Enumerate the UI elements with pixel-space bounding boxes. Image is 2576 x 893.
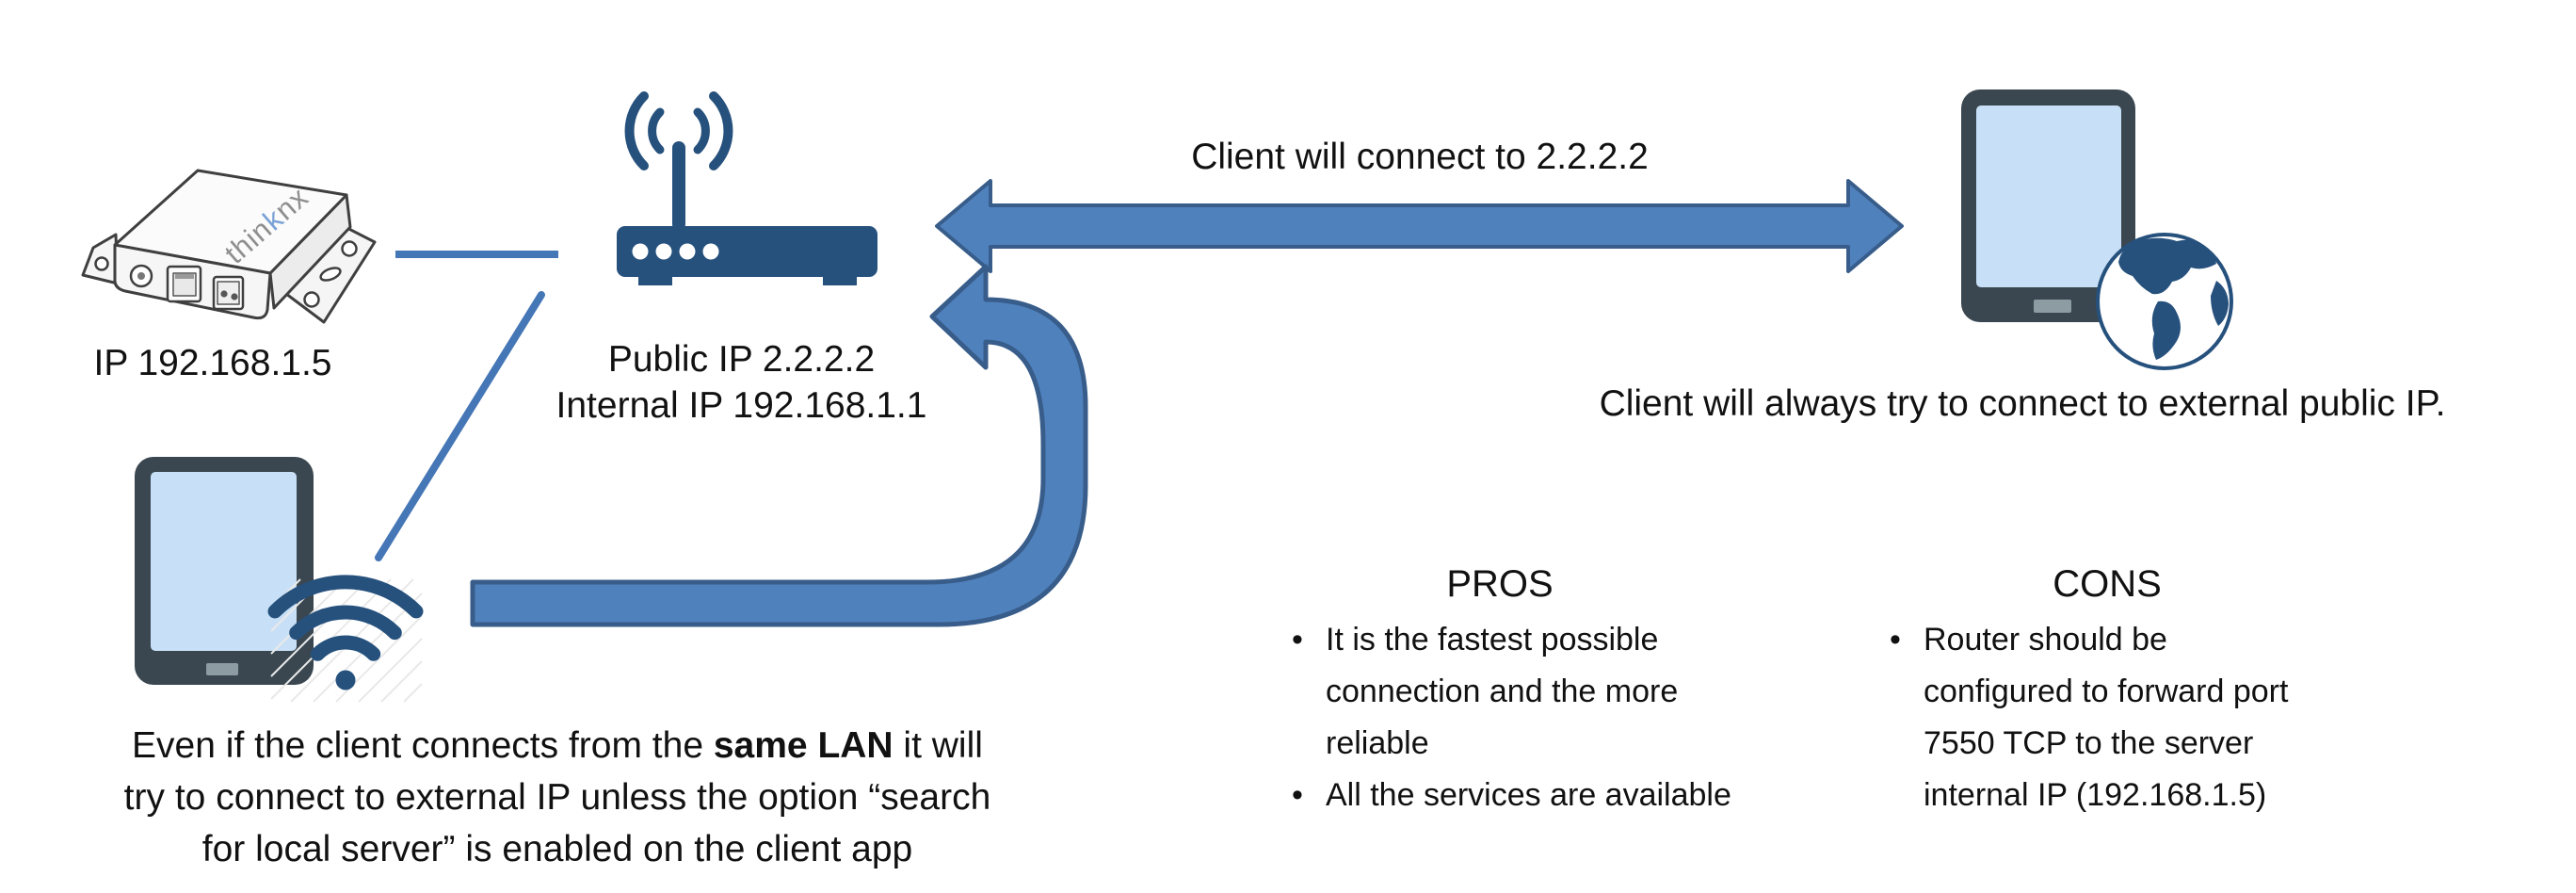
pros-title: PROS bbox=[1446, 563, 1554, 605]
globe-icon bbox=[2096, 233, 2233, 370]
arrow-label: Client will connect to 2.2.2.2 bbox=[1191, 137, 1649, 177]
list-item-line: 7550 TCP to the server bbox=[1924, 725, 2254, 761]
wifi-router-icon bbox=[617, 91, 877, 285]
lan-diagonal-line bbox=[375, 291, 545, 561]
cons-section: CONS • Router should be configured to fo… bbox=[1876, 561, 2338, 821]
remote-client-caption: Client will always try to connect to ext… bbox=[1599, 383, 2446, 424]
caption-line: for local server” is enabled on the clie… bbox=[201, 829, 913, 869]
list-item-line: connection and the more bbox=[1326, 674, 1679, 709]
tablet-globe-icon bbox=[1961, 89, 2233, 370]
tablet-wifi-icon bbox=[135, 457, 424, 703]
list-item-line: All the services are available bbox=[1326, 777, 1731, 813]
u-turn-arrow bbox=[470, 264, 1088, 627]
pros-section: PROS • It is the fastest possible connec… bbox=[1279, 561, 1731, 821]
list-item: • Router should be configured to forward… bbox=[1876, 614, 2338, 821]
local-client-caption: Even if the client connects from the sam… bbox=[58, 720, 1056, 875]
tablet-home-button bbox=[206, 663, 238, 675]
bullet-icon: • bbox=[1890, 622, 1901, 658]
terminal-block-icon bbox=[212, 275, 245, 311]
cons-title: CONS bbox=[2053, 563, 2162, 605]
tablet-home-button bbox=[2034, 300, 2071, 313]
list-item-line: It is the fastest possible bbox=[1326, 622, 1659, 658]
wifi-icon bbox=[267, 575, 424, 690]
ethernet-port-icon bbox=[166, 265, 202, 303]
router-signal-arcs-icon bbox=[624, 91, 733, 170]
list-item-line: internal IP (192.168.1.5) bbox=[1924, 777, 2267, 813]
caption-line: try to connect to external IP unless the… bbox=[123, 777, 991, 818]
same-lan-bold: same LAN bbox=[713, 725, 894, 766]
server-device-icon: thinknx bbox=[81, 169, 377, 324]
bullet-icon: • bbox=[1292, 777, 1303, 813]
tablet-screen bbox=[151, 472, 297, 651]
router-ip-label: Public IP 2.2.2.2 Internal IP 192.168.1.… bbox=[499, 336, 984, 429]
router-antenna bbox=[672, 141, 685, 231]
list-item-line: Router should be bbox=[1924, 622, 2167, 658]
tablet-screen bbox=[1976, 106, 2121, 287]
router-body bbox=[617, 226, 877, 277]
caption-line: Even if the client connects from the sam… bbox=[132, 725, 983, 766]
list-item-line: reliable bbox=[1326, 725, 1429, 761]
router-internal-ip: Internal IP 192.168.1.1 bbox=[555, 385, 927, 426]
router-public-ip: Public IP 2.2.2.2 bbox=[607, 339, 876, 380]
server-ip-label: IP 192.168.1.5 bbox=[93, 343, 332, 383]
list-item: • It is the fastest possible connection … bbox=[1279, 614, 1721, 770]
bullet-icon: • bbox=[1292, 622, 1303, 658]
list-item-line: configured to forward port bbox=[1924, 674, 2289, 709]
two-way-arrow bbox=[935, 179, 1904, 273]
list-item: • All the services are available bbox=[1279, 770, 1731, 821]
